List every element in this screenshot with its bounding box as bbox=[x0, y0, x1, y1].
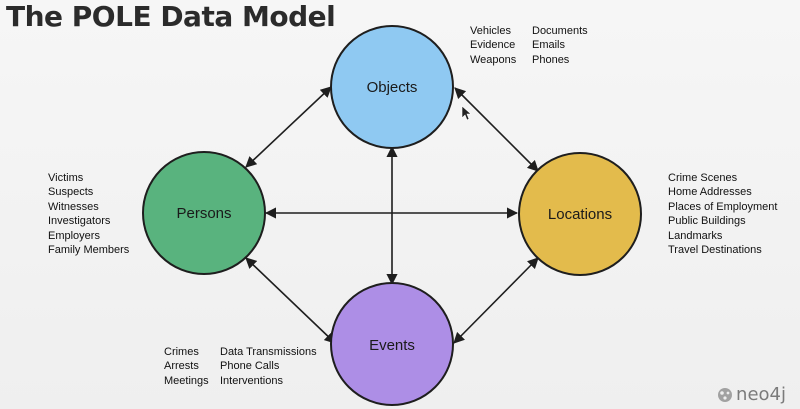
list-item: Places of Employment bbox=[668, 200, 778, 213]
page-title: The POLE Data Model bbox=[6, 0, 336, 33]
list-item: Weapons bbox=[470, 53, 517, 66]
node-persons-label: Persons bbox=[176, 205, 231, 222]
brand-logo: neo4j bbox=[717, 384, 786, 405]
list-item: Crimes bbox=[164, 346, 199, 358]
list-item: Arrests bbox=[164, 360, 199, 373]
list-item: Victims bbox=[48, 172, 84, 184]
cursor-icon bbox=[461, 105, 472, 121]
edge-locations-events bbox=[453, 257, 539, 344]
node-locations-circle bbox=[518, 152, 642, 276]
list-item: Witnesses bbox=[48, 200, 99, 213]
list-item: Data Transmissions bbox=[220, 346, 317, 358]
list-item: Family Members bbox=[48, 244, 130, 257]
list-item: Crime Scenes bbox=[668, 172, 738, 184]
node-objects-circle bbox=[330, 25, 454, 149]
neo4j-logo-icon bbox=[718, 387, 733, 402]
node-persons: Persons bbox=[142, 151, 266, 275]
list-item: Landmarks bbox=[668, 229, 723, 242]
list-item: Meetings bbox=[164, 374, 209, 387]
list-item: Vehicles bbox=[470, 25, 511, 37]
edge-persons-events bbox=[245, 257, 336, 344]
list-item: Documents bbox=[532, 25, 588, 37]
list-item: Suspects bbox=[48, 186, 94, 199]
node-locations: Locations bbox=[518, 152, 642, 276]
node-events-label: Events bbox=[369, 337, 415, 354]
list-item: Travel Destinations bbox=[668, 244, 762, 257]
node-events: Events bbox=[330, 282, 454, 406]
node-objects: Objects bbox=[330, 25, 454, 149]
list-item: Emails bbox=[532, 39, 566, 52]
list-item: Public Buildings bbox=[668, 215, 746, 228]
list-item: Employers bbox=[48, 229, 100, 242]
edge-objects-persons bbox=[245, 86, 332, 168]
list-item: Evidence bbox=[470, 39, 516, 52]
brand-name: neo4j bbox=[736, 384, 786, 405]
edge-objects-locations bbox=[454, 87, 539, 172]
list-item: Home Addresses bbox=[668, 186, 752, 199]
list-item: Interventions bbox=[220, 374, 283, 387]
node-locations-label: Locations bbox=[548, 206, 612, 223]
list-item: Investigators bbox=[48, 215, 111, 228]
node-persons-circle bbox=[142, 151, 266, 275]
list-item: Phones bbox=[532, 53, 570, 66]
node-events-circle bbox=[330, 282, 454, 406]
node-objects-label: Objects bbox=[367, 79, 418, 96]
list-item: Phone Calls bbox=[220, 360, 280, 373]
